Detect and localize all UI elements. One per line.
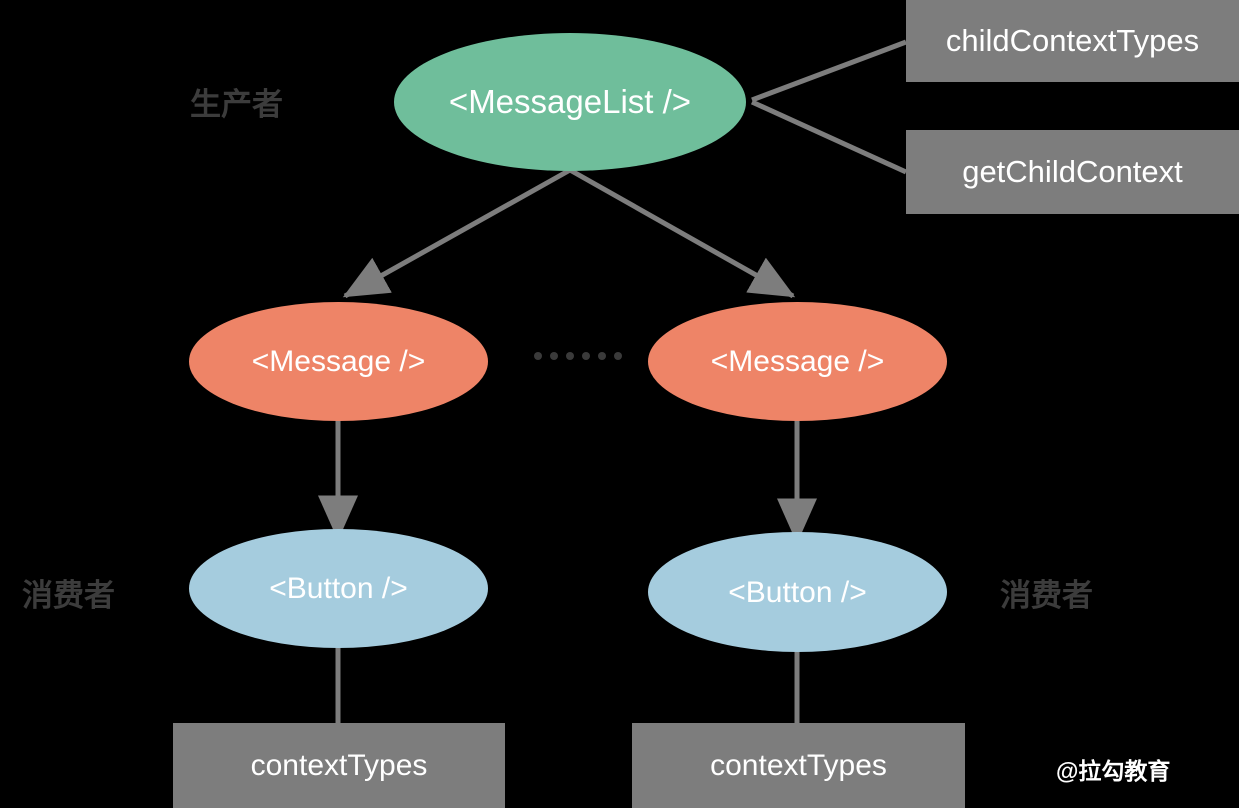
- box-get-child-context[interactable]: getChildContext: [906, 130, 1239, 214]
- ellipsis-dot: [598, 352, 606, 360]
- edge-messagelist-to-getchildcontext: [750, 99, 908, 175]
- box-context-types-left[interactable]: contextTypes: [173, 723, 505, 808]
- edge-messagelist-to-message-right: [568, 167, 796, 299]
- node-message-right[interactable]: <Message />: [648, 302, 947, 421]
- ellipsis-dot: [550, 352, 558, 360]
- ellipsis-dot: [614, 352, 622, 360]
- label-consumer-right: 消费者: [1000, 578, 1093, 613]
- node-button-right[interactable]: <Button />: [648, 532, 947, 652]
- ellipsis-dot: [566, 352, 574, 360]
- node-button-left[interactable]: <Button />: [189, 529, 488, 648]
- ellipsis-dot: [534, 352, 542, 360]
- label-consumer-left: 消费者: [22, 578, 115, 613]
- box-context-types-right[interactable]: contextTypes: [632, 723, 965, 808]
- edge-messagelist-to-childcontexttypes: [751, 39, 907, 103]
- edge-messagelist-to-message-left: [342, 167, 572, 299]
- label-producer: 生产者: [190, 87, 283, 122]
- node-message-left[interactable]: <Message />: [189, 302, 488, 421]
- watermark: @拉勾教育: [1056, 758, 1171, 784]
- box-child-context-types[interactable]: childContextTypes: [906, 0, 1239, 82]
- node-messagelist[interactable]: <MessageList />: [394, 33, 746, 171]
- ellipsis-dot: [582, 352, 590, 360]
- ellipsis-separator: [534, 352, 622, 360]
